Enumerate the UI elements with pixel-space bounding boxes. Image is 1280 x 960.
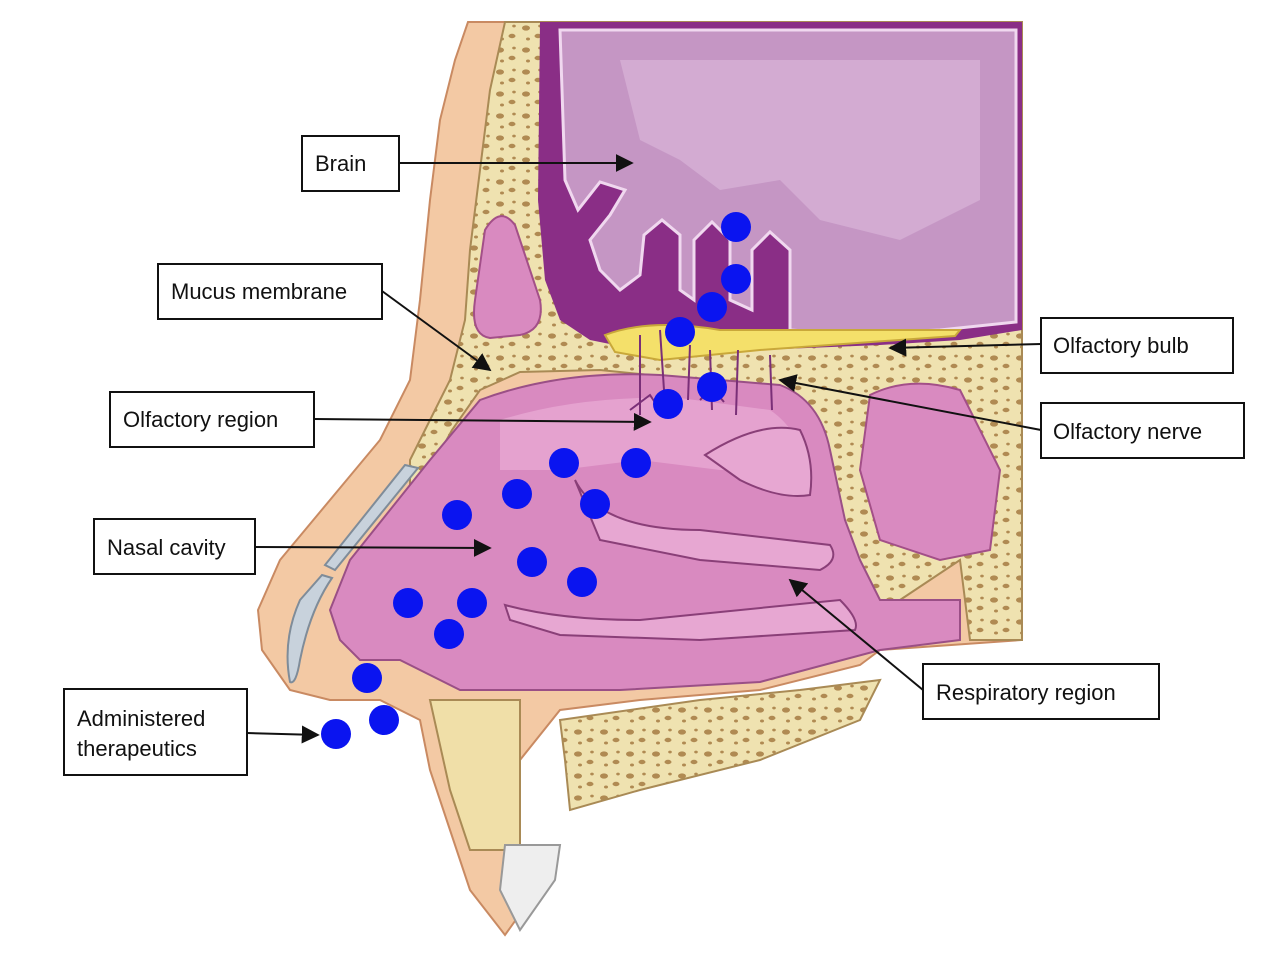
drug-particle	[321, 719, 351, 749]
nasal-cartilage	[323, 463, 420, 572]
label-mucus-membrane: Mucus membrane	[157, 263, 492, 372]
drug-particle	[369, 705, 399, 735]
drug-particle	[567, 567, 597, 597]
drug-particle	[721, 212, 751, 242]
brain-highlight	[620, 60, 980, 240]
frontal-sinus	[473, 215, 542, 340]
label-administered-line1: Administered	[77, 706, 205, 731]
drug-particle	[442, 500, 472, 530]
drug-particle	[697, 292, 727, 322]
drug-particle	[697, 372, 727, 402]
label-olfactory-region-text: Olfactory region	[123, 407, 278, 432]
label-olfactory-nerve-text: Olfactory nerve	[1053, 419, 1202, 444]
drug-particle	[653, 389, 683, 419]
alar-cartilage	[286, 573, 334, 684]
drug-particle	[517, 547, 547, 577]
label-mucus-text: Mucus membrane	[171, 279, 347, 304]
label-respiratory-region-text: Respiratory region	[936, 680, 1116, 705]
drug-particle	[502, 479, 532, 509]
label-olfactory-nerve: Olfactory nerve	[778, 374, 1245, 459]
drug-particle	[721, 264, 751, 294]
label-olfactory-bulb: Olfactory bulb	[888, 317, 1234, 374]
label-administered-line2: therapeutics	[77, 736, 197, 761]
superior-turbinate	[703, 426, 813, 497]
maxilla-bone	[428, 699, 521, 851]
drug-particle	[549, 448, 579, 478]
label-respiratory-region: Respiratory region	[788, 578, 1160, 720]
sphenoid-sinus	[858, 382, 1002, 562]
label-brain: Brain	[301, 135, 634, 192]
label-administered-therapeutics: Administered therapeutics	[63, 688, 320, 776]
drug-particle	[665, 317, 695, 347]
label-olfactory-region: Olfactory region	[109, 391, 652, 448]
label-nasal-cavity-text: Nasal cavity	[107, 535, 226, 560]
drug-particle	[621, 448, 651, 478]
drug-particle	[434, 619, 464, 649]
palate-bone	[558, 678, 882, 812]
drug-particle	[457, 588, 487, 618]
inferior-turbinate	[503, 598, 857, 642]
label-nasal-cavity: Nasal cavity	[93, 518, 492, 575]
anatomy-art	[256, 21, 1023, 937]
label-brain-text: Brain	[315, 151, 366, 176]
label-olfactory-bulb-text: Olfactory bulb	[1053, 333, 1189, 358]
upper-incisor	[498, 844, 562, 932]
drug-particle	[580, 489, 610, 519]
drug-particle	[393, 588, 423, 618]
drug-particles	[321, 212, 751, 749]
drug-particle	[352, 663, 382, 693]
